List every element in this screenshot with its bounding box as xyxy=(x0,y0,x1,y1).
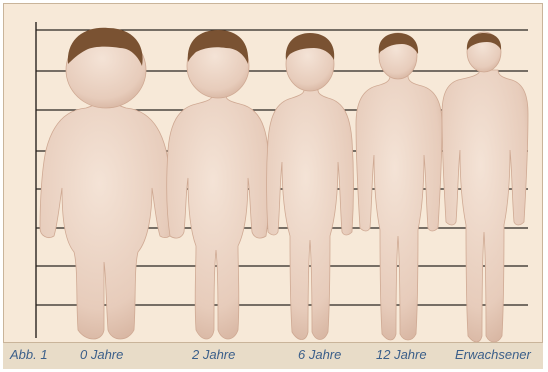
caption-2-jahre: 2 Jahre xyxy=(192,347,235,362)
figure-0-jahre xyxy=(40,28,172,339)
figure-label: Abb. 1 xyxy=(10,347,48,362)
figure-6-jahre xyxy=(267,33,354,340)
figure-2-jahre xyxy=(167,30,270,339)
caption-0-jahre: 0 Jahre xyxy=(80,347,123,362)
caption-12-jahre: 12 Jahre xyxy=(376,347,427,362)
figure-12-jahre xyxy=(356,33,442,340)
caption-erwachsener: Erwachsener xyxy=(455,347,531,362)
figure-erwachsener xyxy=(442,32,528,342)
caption-6-jahre: 6 Jahre xyxy=(298,347,341,362)
